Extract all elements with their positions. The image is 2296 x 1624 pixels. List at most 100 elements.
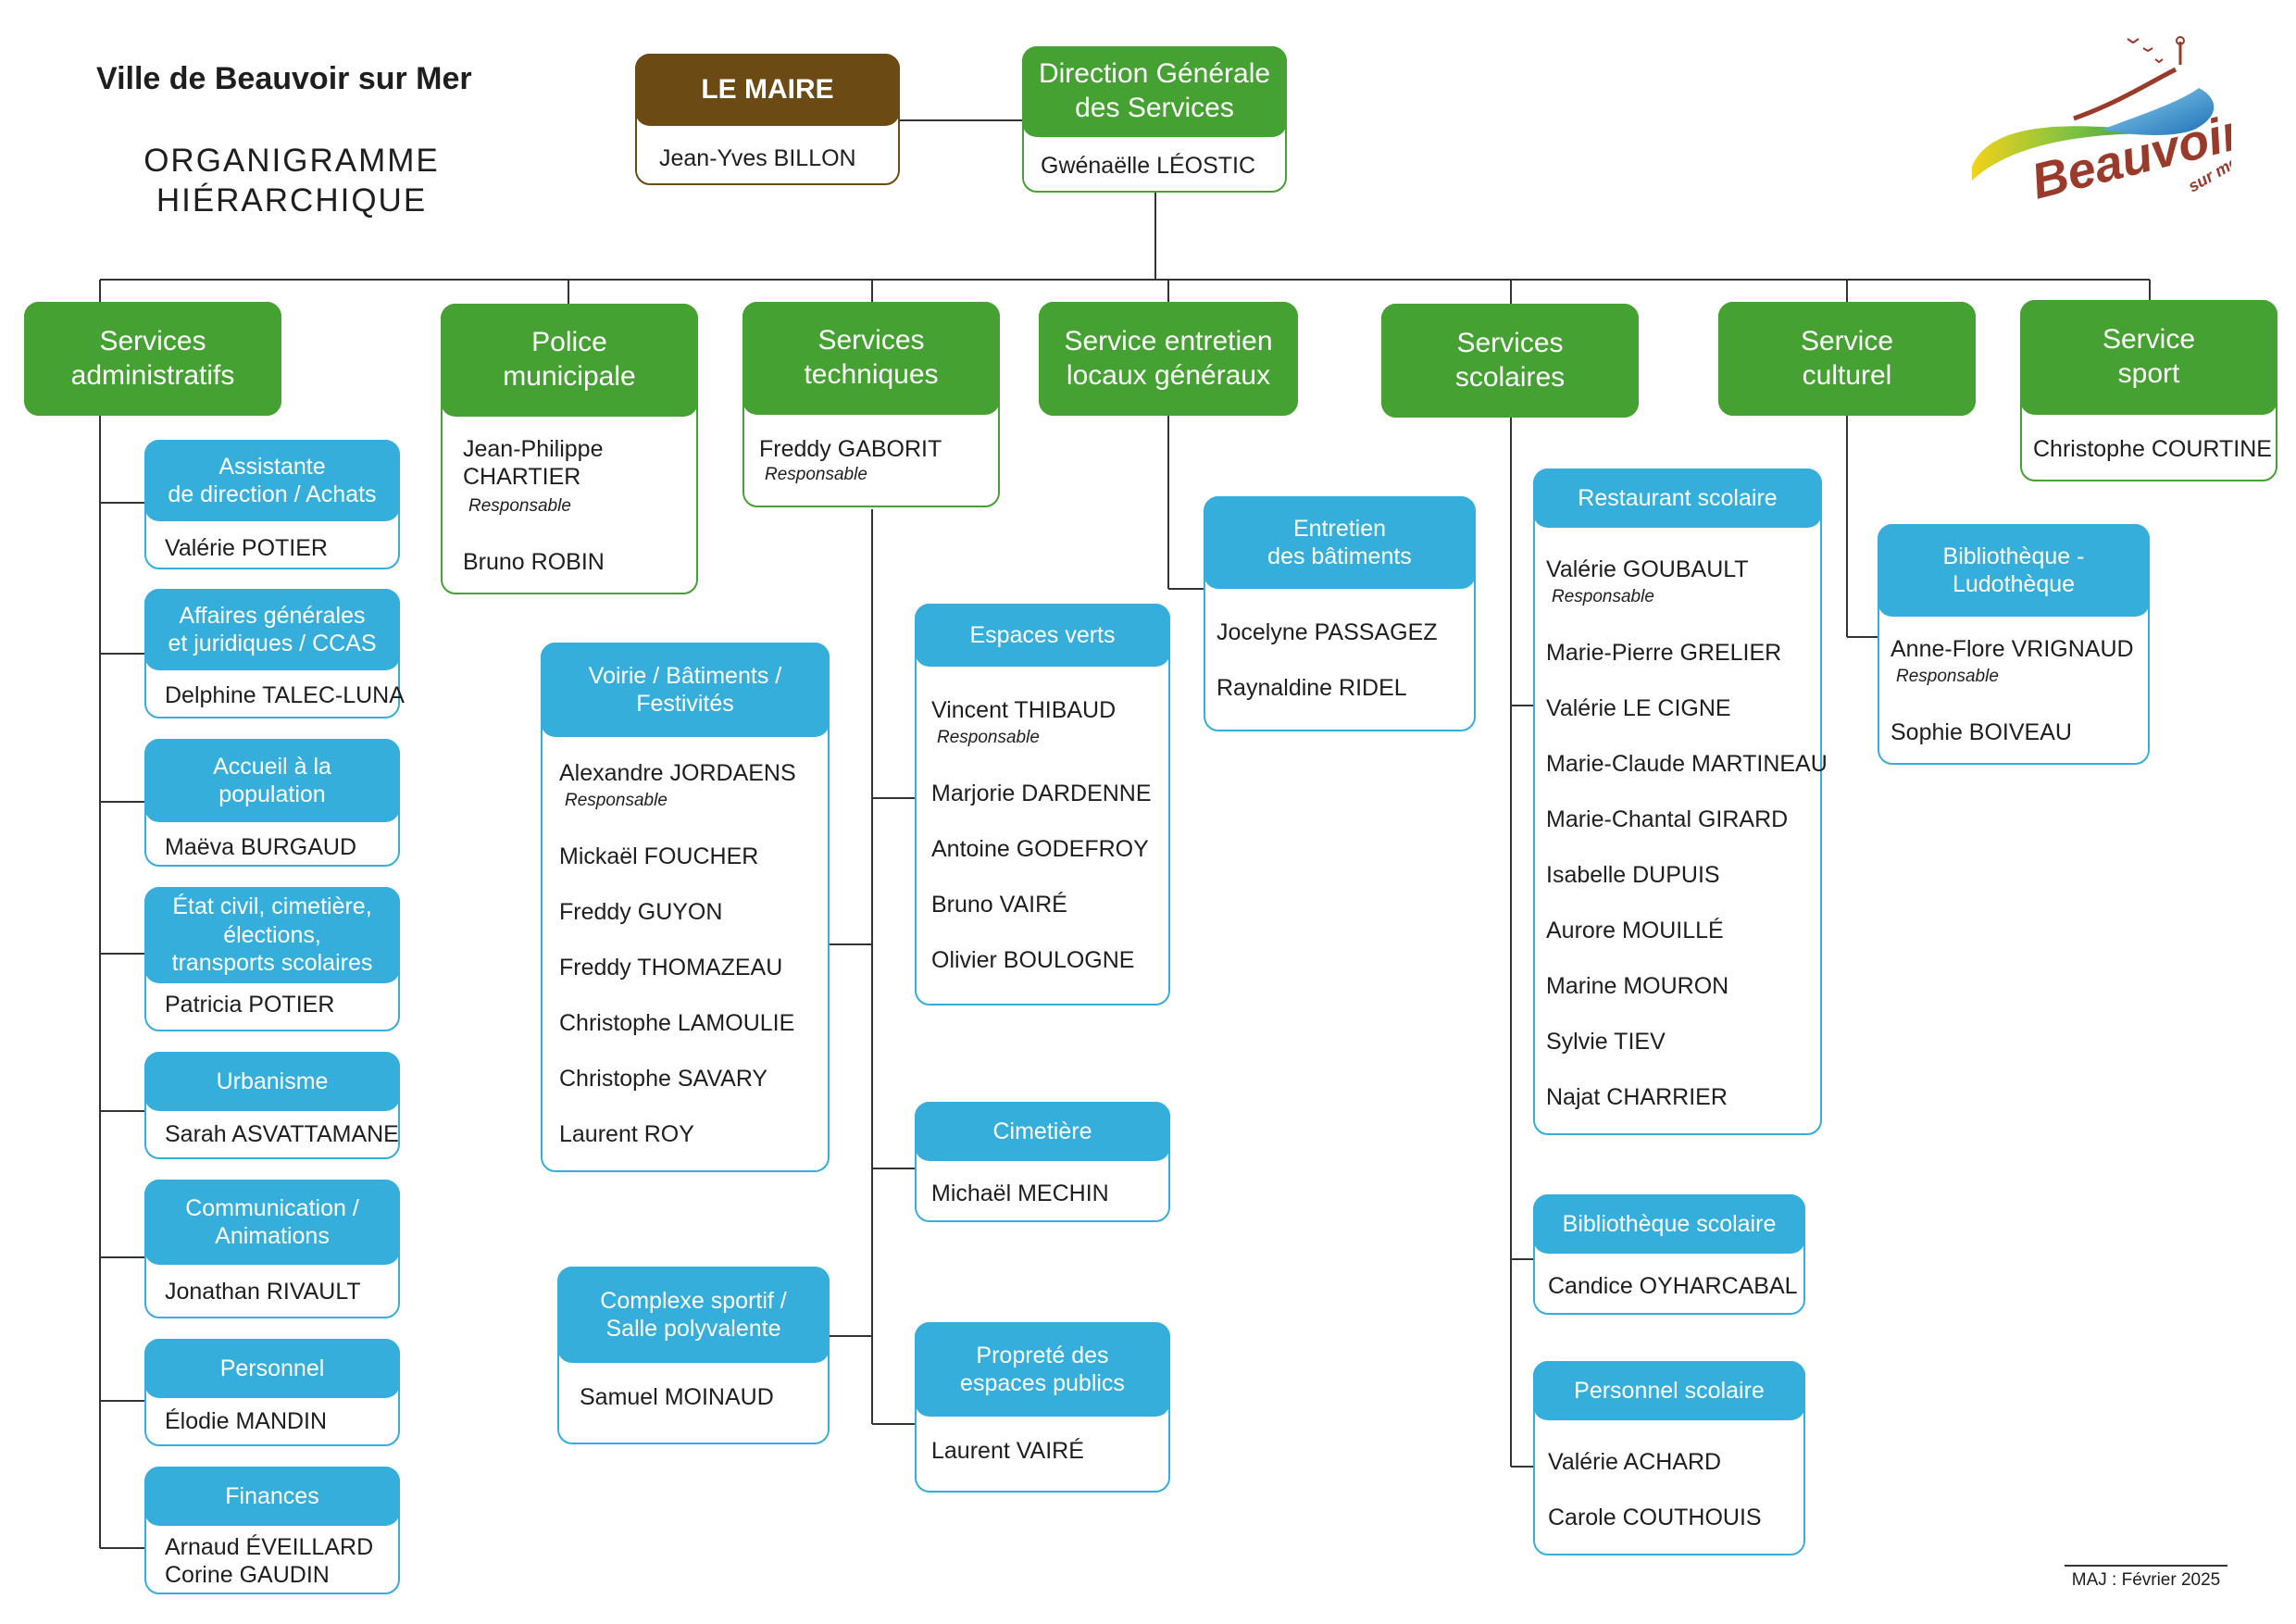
admin-unit-title: Assistante — [218, 453, 326, 480]
cimetiere-header: Cimetière — [915, 1102, 1170, 1161]
dgs-title-line-2: des Services — [1075, 93, 1234, 123]
voirie-card: Voirie / Bâtiments / Festivités Alexandr… — [541, 643, 830, 1172]
admin-unit-name: Maëva BURGAUD — [165, 834, 356, 860]
bibliotheque-ludotheque-name: Sophie BOIVEAU — [1890, 719, 2072, 745]
entretien-batiments-name: Jocelyne PASSAGEZ — [1217, 619, 1438, 645]
bibliotheque-scolaire-name: Candice OYHARCABAL — [1548, 1273, 1798, 1299]
page-title: Ville de Beauvoir sur Mer — [96, 61, 472, 96]
admin-unit-name: Sarah ASVATTAMANE — [165, 1121, 399, 1147]
voirie-title: Voirie / Bâtiments / — [588, 662, 782, 689]
police-title-line-1: Police — [531, 327, 607, 358]
restaurant-scolaire-title: Restaurant scolaire — [1578, 484, 1778, 511]
admin-unit-header: Urbanisme — [144, 1052, 400, 1111]
bibliotheque-ludotheque-role: Responsable — [1896, 667, 1999, 686]
complexe-header: Complexe sportif / Salle polyvalente — [557, 1267, 830, 1363]
admin-unit-title: Affaires générales — [179, 602, 366, 629]
service-culturel-card: Service culturel — [1718, 302, 1976, 416]
admin-unit-card: Communication / Animations Jonathan RIVA… — [144, 1180, 400, 1318]
restaurant-scolaire-name: Isabelle DUPUIS — [1546, 862, 1720, 888]
complexe-title: Salle polyvalente — [605, 1316, 781, 1342]
admin-unit-name: Jonathan RIVAULT — [165, 1279, 361, 1305]
personnel-scolaire-name: Valérie ACHARD — [1548, 1449, 1722, 1475]
admin-title-line-2: administratifs — [70, 359, 235, 391]
voirie-name: Mickaël FOUCHER — [559, 843, 759, 869]
dgs-name: Gwénaëlle LÉOSTIC — [1041, 153, 1256, 179]
scolaires-title-line-2: scolaires — [1454, 361, 1566, 393]
restaurant-scolaire-name: Najat CHARRIER — [1546, 1084, 1728, 1110]
subtitle-line-1: ORGANIGRAMME — [144, 143, 440, 179]
admin-unit-header: État civil, cimetière, élections, transp… — [144, 887, 400, 983]
proprete-name: Laurent VAIRÉ — [931, 1438, 1084, 1464]
admin-unit-header: Accueil à la population — [144, 739, 400, 822]
tech-title-line-2: techniques — [804, 359, 939, 390]
bibliotheque-scolaire-header: Bibliothèque scolaire — [1533, 1194, 1805, 1254]
scolaires-title-line-1: Services — [1456, 327, 1564, 358]
espaces-verts-name: Antoine GODEFROY — [931, 836, 1149, 862]
beauvoir-logo: Beauvoir sur mer — [1972, 36, 2231, 210]
voirie-role: Responsable — [565, 791, 668, 810]
personnel-scolaire-title: Personnel scolaire — [1574, 1377, 1765, 1404]
service-sport-header: Service sport — [2020, 300, 2277, 415]
police-municipale-card: Police municipale Jean-Philippe CHARTIER… — [441, 304, 698, 594]
police-name: Bruno ROBIN — [463, 549, 605, 575]
restaurant-scolaire-card: Restaurant scolaire Valérie GOUBAULT Res… — [1533, 468, 1828, 1135]
voirie-title: Festivités — [636, 691, 734, 717]
cimetiere-name: Michaël MECHIN — [931, 1181, 1109, 1206]
bibliotheque-scolaire-title: Bibliothèque scolaire — [1562, 1210, 1777, 1237]
restaurant-scolaire-name: Marie-Claude MARTINEAU — [1546, 751, 1828, 777]
admin-unit-title: et juridiques / CCAS — [168, 631, 377, 656]
admin-unit-title: Urbanisme — [216, 1068, 329, 1094]
admin-unit-name: Valérie POTIER — [165, 535, 328, 561]
cimetiere-card: Cimetière Michaël MECHIN — [915, 1102, 1170, 1222]
espaces-verts-role: Responsable — [937, 728, 1040, 747]
voirie-header: Voirie / Bâtiments / Festivités — [541, 643, 830, 737]
espaces-verts-header: Espaces verts — [915, 604, 1170, 667]
update-date: MAJ : Février 2025 — [2065, 1565, 2227, 1591]
services-scolaires-header: Services scolaires — [1381, 304, 1639, 418]
subtitle-line-2: HIÉRARCHIQUE — [156, 182, 428, 219]
tech-role: Responsable — [765, 465, 867, 484]
entretien-batiments-name: Raynaldine RIDEL — [1217, 675, 1407, 701]
sport-title-line-1: Service — [2102, 324, 2196, 356]
police-name: CHARTIER — [463, 464, 581, 490]
admin-unit-card: Accueil à la population Maëva BURGAUD — [144, 739, 400, 867]
complexe-title: Complexe sportif / — [600, 1287, 787, 1314]
espaces-verts-name: Bruno VAIRÉ — [931, 892, 1067, 918]
logo-wordmark: Beauvoir — [2026, 104, 2231, 210]
cimetiere-title: Cimetière — [992, 1118, 1092, 1144]
restaurant-scolaire-name: Valérie GOUBAULT — [1546, 556, 1749, 582]
dgs-title-line-1: Direction Générale — [1038, 58, 1271, 90]
proprete-title: Propreté des — [976, 1342, 1109, 1368]
personnel-scolaire-name: Carole COUTHOUIS — [1548, 1505, 1762, 1530]
dgs-card: Direction Générale des Services Gwénaëll… — [1022, 46, 1287, 193]
police-municipale-header: Police municipale — [441, 304, 698, 417]
entretien-batiments-title: des bâtiments — [1267, 543, 1412, 569]
services-scolaires-card: Services scolaires — [1381, 304, 1639, 418]
maire-header: LE MAIRE — [635, 54, 900, 126]
police-role: Responsable — [468, 496, 571, 516]
restaurant-scolaire-name: Aurore MOUILLÉ — [1546, 918, 1724, 943]
espaces-verts-title: Espaces verts — [969, 621, 1116, 648]
admin-unit-title: Communication / — [185, 1194, 359, 1221]
admin-unit-card: Affaires générales et juridiques / CCAS … — [144, 589, 405, 718]
admin-unit-header: Communication / Animations — [144, 1180, 400, 1265]
admin-unit-title: Accueil à la — [213, 753, 331, 780]
admin-unit-title: élections, — [223, 921, 321, 948]
service-sport-card: Service sport Christophe COURTINE — [2020, 300, 2277, 481]
admin-unit-title: de direction / Achats — [168, 481, 377, 507]
admin-unit-name: Patricia POTIER — [165, 992, 335, 1018]
voirie-name: Alexandre JORDAENS — [559, 760, 796, 786]
sport-name: Christophe COURTINE — [2033, 436, 2272, 462]
maire-card: LE MAIRE Jean-Yves BILLON — [635, 54, 900, 185]
espaces-verts-name: Olivier BOULOGNE — [931, 947, 1135, 973]
proprete-header: Propreté des espaces publics — [915, 1322, 1170, 1417]
bibliotheque-ludotheque-title: Bibliothèque - — [1942, 543, 2085, 569]
admin-unit-name: Corine GAUDIN — [165, 1562, 330, 1588]
culturel-title-line-2: culturel — [1802, 359, 1892, 391]
admin-unit-title: population — [218, 781, 326, 807]
admin-unit-header: Assistante de direction / Achats — [144, 440, 400, 521]
admin-unit-card: Personnel Élodie MANDIN — [144, 1339, 400, 1446]
bibliotheque-ludotheque-header: Bibliothèque - Ludothèque — [1878, 524, 2150, 617]
admin-unit-name: Delphine TALEC-LUNA — [165, 682, 405, 708]
